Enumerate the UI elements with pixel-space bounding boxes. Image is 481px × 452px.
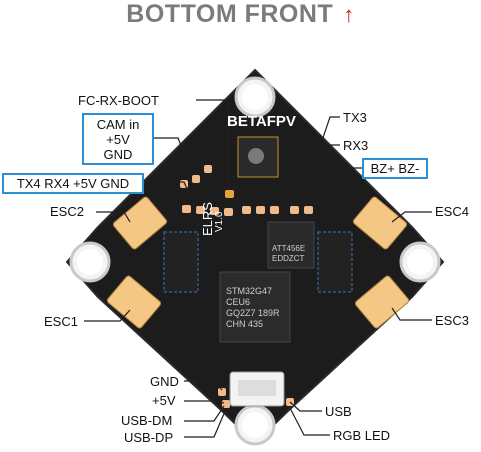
bz-box [362,158,428,179]
esc2-connector [112,196,168,250]
tx4-box [2,173,144,194]
label-fc-rx-boot: FC-RX-BOOT [78,93,159,108]
label-usb-dp: USB-DP [124,430,174,445]
cam-box [82,113,154,165]
mcu-line-1: STM32G47 [226,286,273,296]
esc4-connector [352,196,408,250]
label-esc1: ESC1 [44,314,78,329]
chip2-line-1: ATT456E [272,244,306,253]
label-cam-gnd: GND [103,147,133,162]
label-bottom-5v: +5V [152,393,176,408]
label-tx4-group: TX4 RX4 +5V GND [16,176,130,191]
label-tx3: TX3 [343,110,367,125]
label-esc2: ESC2 [50,204,84,219]
page-title: BOTTOM FRONT ↑ [0,0,481,30]
board-version: V1.0 [214,211,225,232]
mcu-line-2: CEU6 [226,297,251,307]
label-bottom-gnd: GND [150,374,179,389]
esc3-connector [354,275,410,329]
up-arrow-icon: ↑ [343,2,355,27]
rx-chip [267,221,315,269]
label-esc4: ESC4 [435,204,469,219]
label-usb-dm: USB-DM [121,413,173,428]
title-text: BOTTOM FRONT [126,0,334,28]
label-cam-5v: +5V [106,132,130,147]
board-elrs: ELRS [200,202,215,236]
label-esc3: ESC3 [435,313,469,328]
mcu-line-3: GQ2Z7 189R [226,308,280,318]
esc1-connector [106,275,162,329]
mcu-chip [219,271,291,343]
leader-lines [84,99,432,438]
mcu-line-4: CHN 435 [226,319,264,329]
label-usb: USB [325,404,352,419]
board-brand: BETAFPV [227,113,296,130]
label-cam-in: CAM in [96,117,140,132]
label-bz: BZ+ BZ- [370,161,420,176]
label-rx3: RX3 [343,138,369,153]
chip2-line-2: EDDZCT [272,254,305,263]
label-rgb-led: RGB LED [333,428,391,443]
